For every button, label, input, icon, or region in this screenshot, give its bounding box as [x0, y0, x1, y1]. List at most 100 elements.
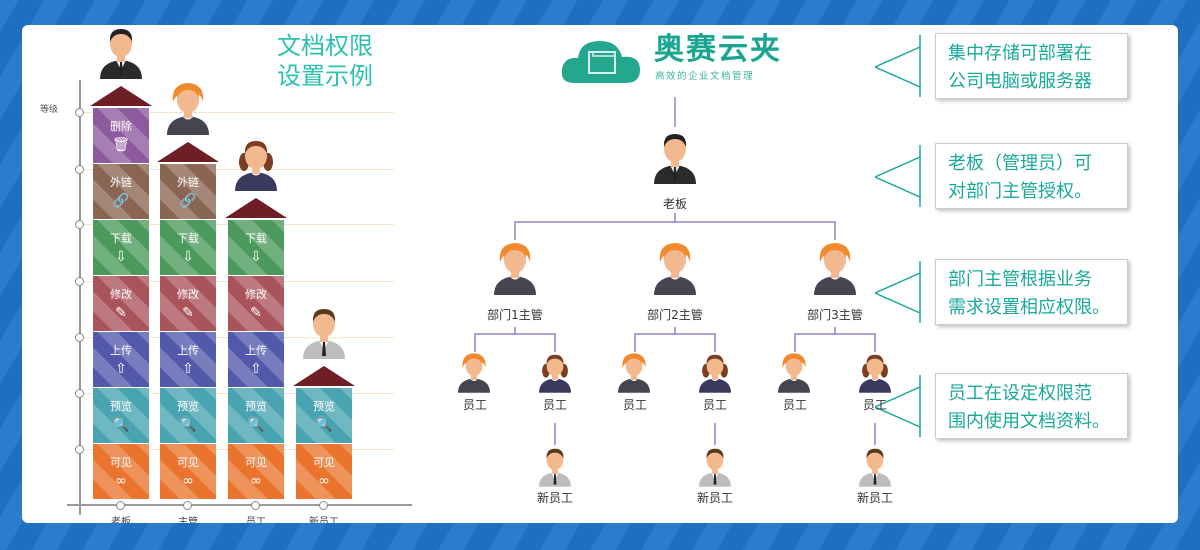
permission-block-download: 下载 ⇩ [228, 220, 284, 275]
permission-block-edit: 修改 ✎ [228, 276, 284, 331]
callout-line: 围内使用文档资料。 [948, 411, 1110, 432]
employee-avatar [775, 351, 813, 397]
employee-label: 员工 [542, 398, 567, 412]
permission-label: 上传 [110, 344, 132, 357]
permission-label: 上传 [245, 344, 267, 357]
permission-block-preview: 预览 🔍 [296, 388, 352, 443]
title-line-1: 文档权限 [277, 32, 373, 60]
brand-slogan: 高效的企业文档管理 [655, 71, 755, 82]
permission-label: 预览 [177, 400, 199, 413]
role-marker [251, 501, 260, 510]
permission-block-binoculars: 可见∞ [228, 444, 284, 499]
level-marker [75, 220, 84, 229]
preview-icon: 🔍 [315, 417, 333, 433]
callout-line: 员工在设定权限范 [948, 383, 1092, 404]
binoculars-icon: ∞ [318, 473, 330, 489]
level-marker [75, 165, 84, 174]
permission-block-link: 外链🔗 [93, 164, 149, 219]
boss-label: 老板 [662, 197, 687, 211]
callout-line: 公司电脑或服务器 [948, 71, 1092, 92]
permission-label: 预览 [110, 400, 132, 413]
trash-icon: 🗑 [112, 137, 130, 153]
permission-block-preview: 预览 🔍 [93, 388, 149, 443]
employee-label: 员工 [622, 398, 647, 412]
manager-avatar [650, 240, 700, 299]
permission-label: 下载 [177, 232, 199, 245]
role-avatar [231, 136, 281, 195]
permission-block-upload: 上传 ⇧ [160, 332, 216, 387]
callout-box: 集中存储可部署在公司电脑或服务器 [935, 33, 1128, 99]
role-marker [183, 501, 192, 510]
employee-label: 员工 [702, 398, 727, 412]
role-marker [116, 501, 125, 510]
new-employee-avatar [536, 445, 574, 491]
role-label: 老板 [111, 517, 131, 523]
callout-line: 集中存储可部署在 [948, 43, 1092, 64]
permission-label: 可见 [110, 456, 132, 469]
upload-icon: ⇧ [182, 361, 194, 377]
permission-label: 外链 [177, 176, 199, 189]
edit-icon: ✎ [182, 305, 194, 321]
callout-line: 对部门主管授权。 [948, 181, 1092, 202]
role-label: 主管 [178, 517, 198, 523]
role-marker [319, 501, 328, 510]
manager-label: 部门3主管 [807, 308, 863, 322]
permission-label: 可见 [313, 456, 335, 469]
permission-block-binoculars: 可见 ∞ [93, 444, 149, 499]
permission-label: 可见 [245, 456, 267, 469]
permission-block-upload: 上传 ⇧ [93, 332, 149, 387]
employee-avatar [455, 351, 493, 397]
permission-block-preview: 预览🔍 [160, 388, 216, 443]
permission-block-download: 下载⇩ [160, 220, 216, 275]
manager-avatar [810, 240, 860, 299]
manager-label: 部门1主管 [487, 308, 543, 322]
org-lines [474, 35, 921, 445]
new-employee-label: 新员工 [536, 491, 573, 505]
permission-block-preview: 预览🔍 [228, 388, 284, 443]
level-marker [75, 333, 84, 342]
permission-block-binoculars: 可见 ∞ [296, 444, 352, 499]
preview-icon: 🔍 [112, 417, 130, 433]
permission-block-trash: 删除🗑 [93, 108, 149, 163]
level-marker [75, 389, 84, 398]
employee-label: 员工 [862, 398, 887, 412]
permission-label: 修改 [177, 288, 199, 301]
permission-label: 下载 [245, 232, 267, 245]
new-employee-avatar [856, 445, 894, 491]
roof-marker [157, 142, 219, 162]
boss-avatar [650, 129, 700, 188]
employee-label: 员工 [782, 398, 807, 412]
title-line-2: 设置示例 [277, 62, 373, 90]
content-panel: 文档权限 设置示例 等级 删除🗑外链🔗下载⇩修改✎上传⇧预览🔍可见∞ 老板外链🔗… [22, 25, 1178, 523]
link-icon: 🔗 [179, 193, 197, 209]
binoculars-icon: ∞ [115, 473, 127, 489]
preview-icon: 🔍 [247, 417, 265, 433]
role-label: 员工 [246, 517, 266, 523]
manager-avatar [490, 240, 540, 299]
upload-icon: ⇧ [115, 361, 127, 377]
callout-line: 需求设置相应权限。 [948, 297, 1110, 318]
callout-line: 部门主管根据业务 [948, 269, 1092, 290]
callout-box: 部门主管根据业务需求设置相应权限。 [935, 259, 1128, 325]
permission-label: 可见 [177, 456, 199, 469]
x-axis [67, 504, 412, 506]
employee-avatar [696, 351, 734, 397]
permission-label: 修改 [110, 288, 132, 301]
callout-box: 员工在设定权限范围内使用文档资料。 [935, 373, 1128, 439]
level-marker [75, 108, 84, 117]
brand-name: 奥赛云夹 [654, 32, 782, 67]
permission-label: 上传 [177, 344, 199, 357]
download-icon: ⇩ [250, 249, 262, 265]
role-avatar [163, 80, 213, 139]
callout-box: 老板（管理员）可对部门主管授权。 [935, 143, 1128, 209]
permission-block-upload: 上传⇧ [228, 332, 284, 387]
grid-line [84, 112, 394, 113]
roof-marker [293, 366, 355, 386]
employee-label: 员工 [462, 398, 487, 412]
edit-icon: ✎ [250, 305, 262, 321]
permission-label: 预览 [313, 400, 335, 413]
permission-label: 修改 [245, 288, 267, 301]
new-employee-label: 新员工 [696, 491, 733, 505]
permission-block-edit: 修改✎ [93, 276, 149, 331]
y-axis [79, 80, 81, 515]
